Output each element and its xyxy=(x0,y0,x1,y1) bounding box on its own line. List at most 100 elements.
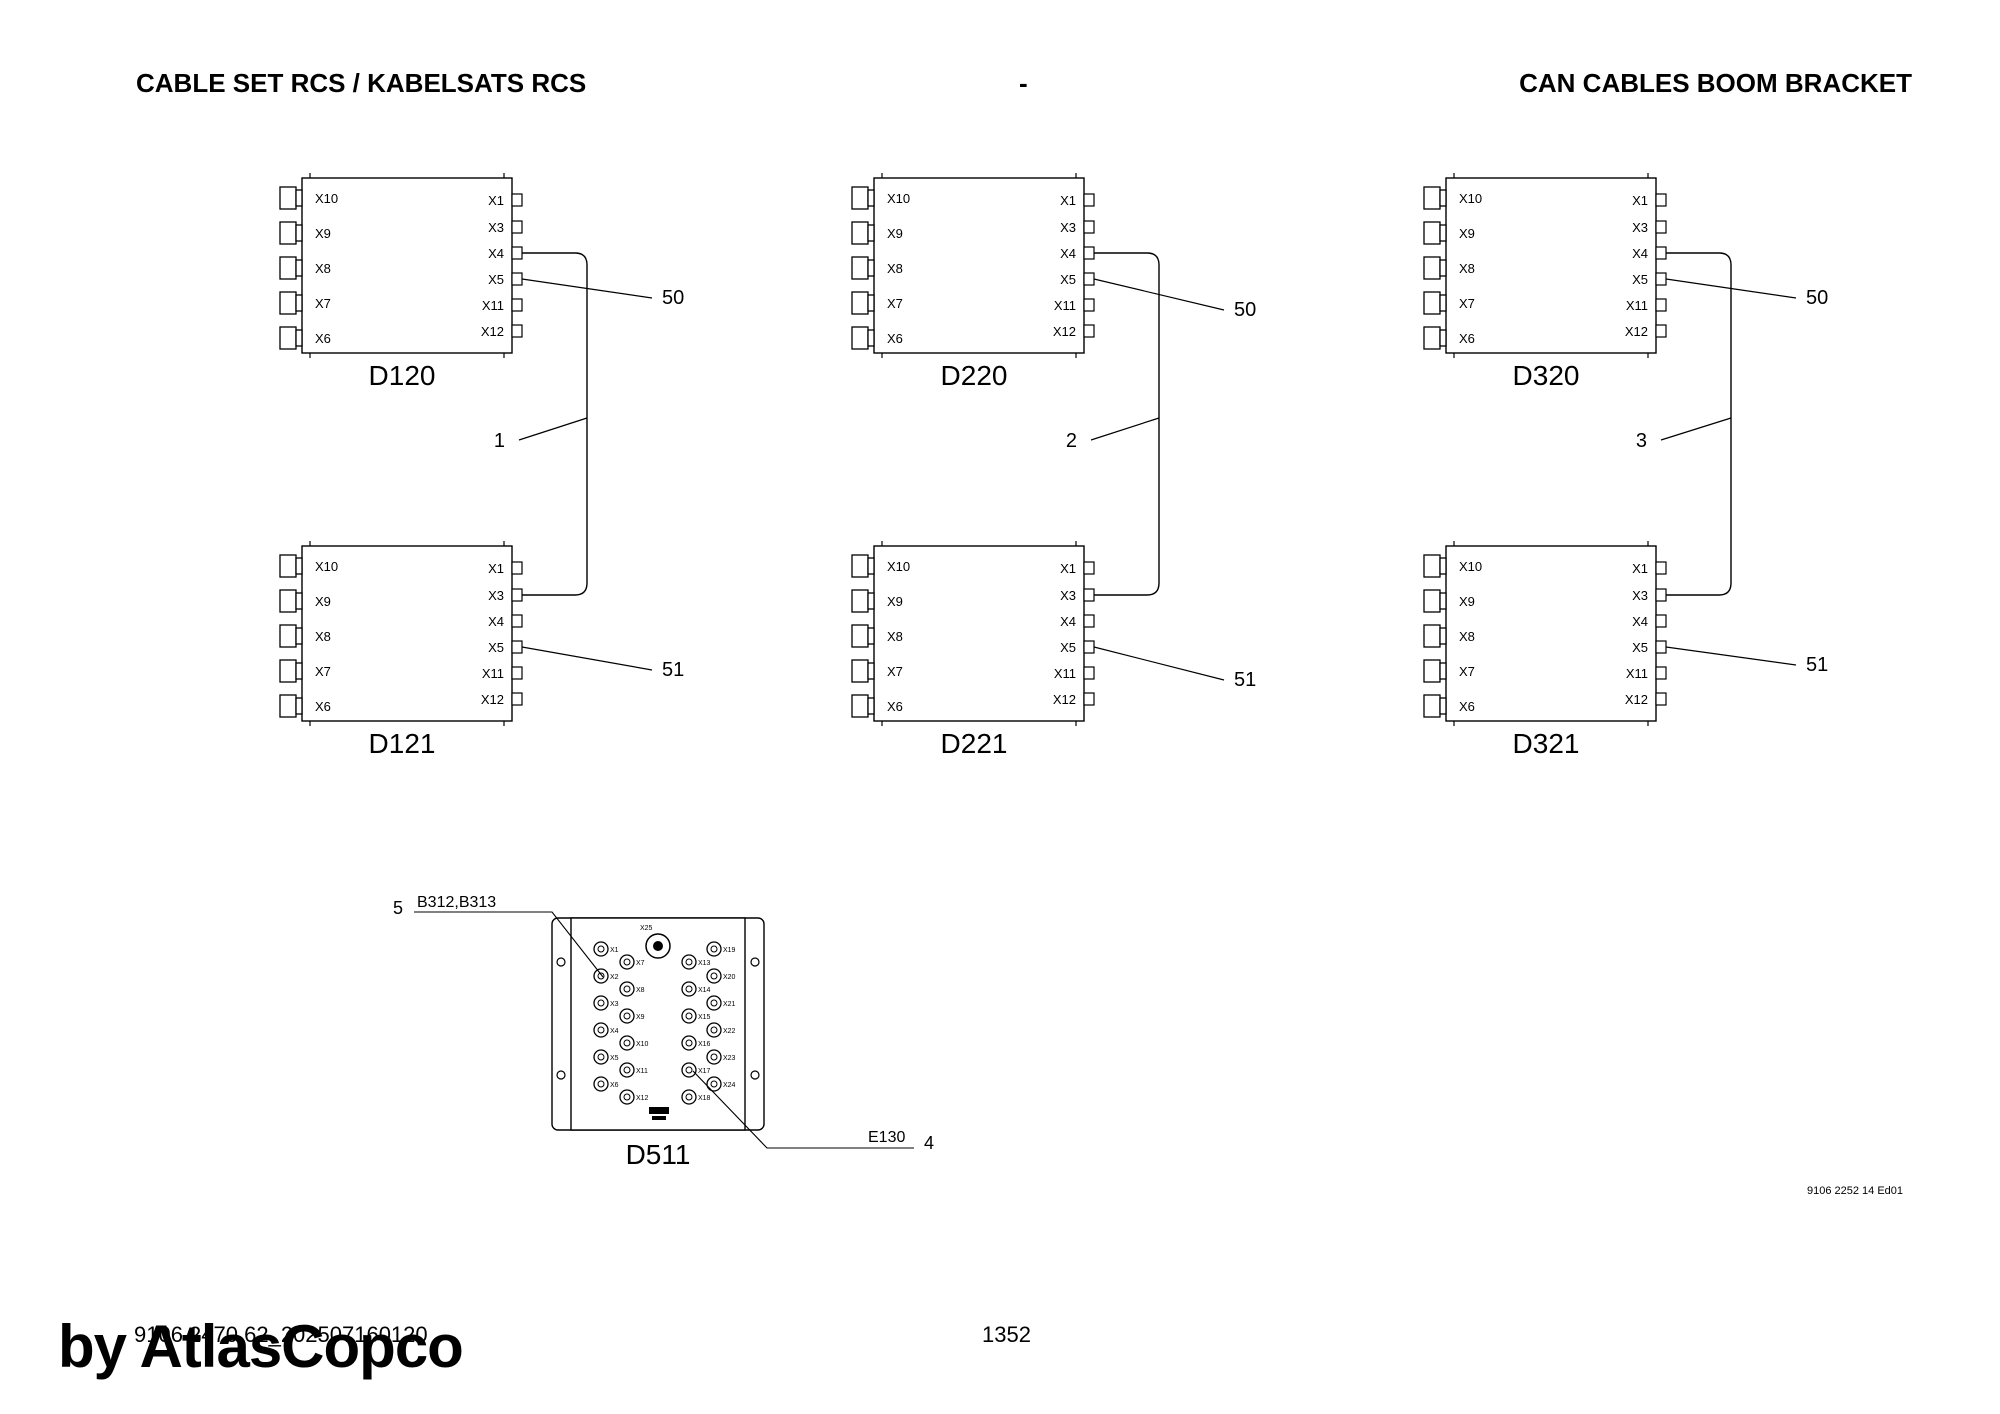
port-connector-right xyxy=(1655,692,1667,706)
port-label: X1 xyxy=(610,947,619,954)
page-number: 1352 xyxy=(982,1322,1031,1347)
module-name: D321 xyxy=(1513,728,1580,759)
port-connector-left xyxy=(279,186,297,210)
leader-e130 xyxy=(692,1070,914,1149)
port-connector-right xyxy=(511,588,523,602)
port-connector-neck xyxy=(295,294,303,312)
ref-50-label: 50 xyxy=(1806,287,1828,309)
port-connector-neck xyxy=(867,697,875,715)
port-label: X10 xyxy=(887,559,910,574)
module-name: D220 xyxy=(941,360,1008,391)
port-label: X8 xyxy=(315,261,331,276)
port-label: X8 xyxy=(315,629,331,644)
round-port-pin xyxy=(623,985,631,993)
port-label: X17 xyxy=(698,1068,711,1075)
port-label: X8 xyxy=(887,629,903,644)
port-label: X25 xyxy=(640,925,653,932)
port-connector-neck xyxy=(867,557,875,575)
module-body xyxy=(873,177,1085,354)
port-connector-neck xyxy=(1439,259,1447,277)
module-body xyxy=(1445,177,1657,354)
port-connector-right xyxy=(511,220,523,234)
port-label: X9 xyxy=(1459,594,1475,609)
port-label: X6 xyxy=(610,1082,619,1089)
port-connector-right xyxy=(1083,298,1095,312)
port-label: X6 xyxy=(887,331,903,346)
module-body xyxy=(301,177,513,354)
ref-50-label: 50 xyxy=(1234,299,1256,321)
port-connector-right xyxy=(1083,614,1095,628)
port-connector-neck xyxy=(867,627,875,645)
port-connector-right xyxy=(1655,561,1667,575)
round-port-pin xyxy=(597,945,605,953)
leader-b312 xyxy=(414,911,604,978)
port-label: X6 xyxy=(887,699,903,714)
port-connector-left xyxy=(1423,291,1441,315)
round-port-pin xyxy=(597,972,605,980)
port-connector-right xyxy=(1083,324,1095,338)
cable-label: 2 xyxy=(1066,430,1077,452)
port-connector-left xyxy=(279,589,297,613)
port-connector-neck xyxy=(295,224,303,242)
port-label: X20 xyxy=(723,974,736,981)
port-connector-right xyxy=(1083,640,1095,654)
ref-51-label: 51 xyxy=(1806,654,1828,676)
title-right: CAN CABLES BOOM BRACKET xyxy=(1519,68,1912,98)
port-label: X10 xyxy=(315,191,338,206)
module-name: D511 xyxy=(626,1139,691,1170)
round-port-pin xyxy=(710,945,718,953)
port-connector-right xyxy=(511,561,523,575)
mount-hole xyxy=(750,1070,760,1080)
port-connector-right xyxy=(511,614,523,628)
port-connector-neck xyxy=(295,259,303,277)
port-connector-left xyxy=(851,659,869,683)
port-connector-neck xyxy=(1439,329,1447,347)
port-connector-neck xyxy=(1439,224,1447,242)
port-connector-neck xyxy=(1439,189,1447,207)
port-label: X3 xyxy=(1060,588,1076,603)
port-connector-neck xyxy=(1439,294,1447,312)
port-label: X7 xyxy=(887,664,903,679)
port-label: X14 xyxy=(698,987,711,994)
cable-3 xyxy=(1666,252,1732,596)
port-connector-neck xyxy=(295,329,303,347)
round-port-pin xyxy=(597,1080,605,1088)
port-label: X11 xyxy=(1054,298,1076,313)
port-connector-right xyxy=(1655,272,1667,286)
round-port-pin xyxy=(710,1053,718,1061)
port-connector-left xyxy=(851,589,869,613)
port-connector-neck xyxy=(867,329,875,347)
round-port-pin xyxy=(597,1026,605,1034)
port-connector-right xyxy=(511,640,523,654)
port-label: X4 xyxy=(610,1028,619,1035)
port-label: X9 xyxy=(1459,226,1475,241)
port-connector-left xyxy=(851,256,869,280)
port-connector-left xyxy=(279,326,297,350)
port-label: X1 xyxy=(488,561,504,576)
port-label: X12 xyxy=(1625,692,1648,707)
port-label: X7 xyxy=(1459,664,1475,679)
module-body xyxy=(301,545,513,722)
port-label: X10 xyxy=(887,191,910,206)
port-label: X5 xyxy=(610,1055,619,1062)
port-label: X4 xyxy=(1632,614,1648,629)
port-label: X8 xyxy=(887,261,903,276)
ref-51-label: 51 xyxy=(662,659,684,681)
mount-hole xyxy=(556,957,566,967)
port-connector-left xyxy=(279,659,297,683)
port-label: X13 xyxy=(698,960,711,967)
label-e130: E130 xyxy=(868,1129,905,1146)
port-connector-right xyxy=(1655,324,1667,338)
port-connector-right xyxy=(1083,220,1095,234)
label-b312-b313: B312,B313 xyxy=(417,894,496,911)
round-port-pin xyxy=(710,999,718,1007)
logo-mark xyxy=(649,1107,669,1114)
port-connector-right xyxy=(1083,272,1095,286)
port-connector-left xyxy=(1423,624,1441,648)
round-port-pin xyxy=(597,1053,605,1061)
port-connector-right xyxy=(1655,298,1667,312)
mount-hole xyxy=(556,1070,566,1080)
